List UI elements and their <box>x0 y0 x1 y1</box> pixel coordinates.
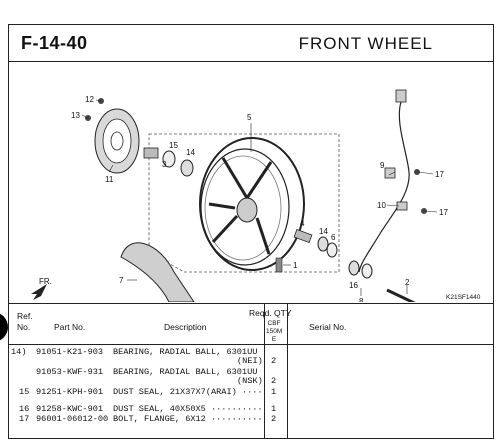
bearings-left <box>143 147 194 177</box>
callout-6: 6 <box>331 233 336 242</box>
table-divider <box>9 303 493 304</box>
row-qty: 1 <box>271 404 277 414</box>
col-part-no: Part No. <box>54 322 86 332</box>
callout-5: 5 <box>247 113 252 122</box>
callout-1: 1 <box>293 261 298 270</box>
row-ref: 15 <box>19 387 30 397</box>
row-desc: (NSK) <box>237 376 263 386</box>
row-part: 91251-KPH-901 <box>36 387 104 397</box>
callout-17-lower: 17 <box>439 208 448 217</box>
sheet-header: F-14-40 FRONT WHEEL <box>9 25 493 62</box>
row-part: 91053-KWF-931 <box>36 367 104 377</box>
row-desc: DUST SEAL, 40X50X5 ·········· <box>113 404 263 414</box>
col-serial: Serial No. <box>309 322 347 332</box>
callout-14-left: 14 <box>186 148 195 157</box>
col-no: No. <box>17 322 31 332</box>
callout-15: 15 <box>169 141 178 150</box>
row-qty: 2 <box>271 356 277 366</box>
col-model: CBF 150M E <box>266 320 282 344</box>
section-code: F-14-40 <box>21 33 88 53</box>
callout-13: 13 <box>71 111 80 120</box>
callout-14-right: 14 <box>319 227 328 236</box>
model-line-1: CBF <box>267 320 281 327</box>
row-desc: BEARING, RADIAL BALL, 6301UU <box>113 347 258 357</box>
header-rule <box>9 344 493 345</box>
callout-7: 7 <box>119 276 124 285</box>
row-desc: (NEI) <box>237 356 263 366</box>
row-ref: 17 <box>19 414 30 424</box>
exploded-diagram: FR. K21SF1440 12 13 11 15 3 14 5 9 17 10… <box>31 89 481 302</box>
row-desc: BEARING, RADIAL BALL, 6301UU <box>113 367 258 377</box>
callout-9: 9 <box>380 161 385 170</box>
direction-label: FR. <box>39 277 52 286</box>
row-qty: 2 <box>271 414 277 424</box>
callout-12: 12 <box>85 95 94 104</box>
col-ref: Ref. <box>17 311 33 321</box>
row-desc: BOLT, FLANGE, 6X12 ·········· <box>113 414 263 424</box>
row-part: 91258-KWC-901 <box>36 404 104 414</box>
row-ref: 16 <box>19 404 30 414</box>
figure-code: K21SF1440 <box>446 294 481 301</box>
parts-sheet: F-14-40 FRONT WHEEL <box>8 24 494 439</box>
wheel-rim <box>199 137 305 271</box>
callout-3: 3 <box>162 160 167 169</box>
callout-11: 11 <box>105 175 114 184</box>
col-description: Description <box>164 322 207 332</box>
brake-disc <box>94 108 140 174</box>
qty-column-rule <box>264 304 288 438</box>
model-line-3: E <box>271 336 277 343</box>
row-qty: 2 <box>271 376 277 386</box>
model-line-2: 150M <box>266 328 283 335</box>
callout-16: 16 <box>349 281 358 290</box>
row-part: 96001-06012-00 <box>36 414 109 424</box>
callout-8: 8 <box>359 297 364 302</box>
row-desc: DUST SEAL, 21X37X7(ARAI) ···· <box>113 387 263 397</box>
callout-2: 2 <box>405 278 410 287</box>
corner-mark <box>0 312 8 342</box>
callout-17-upper: 17 <box>435 170 444 179</box>
row-part: 91051-K21-903 <box>36 347 104 357</box>
callout-10: 10 <box>377 201 386 210</box>
section-title: FRONT WHEEL <box>298 34 433 53</box>
col-reqd-qty: Reqd. QTY <box>249 308 292 318</box>
row-qty: 1 <box>271 387 277 397</box>
row-ref: 14) <box>11 347 27 357</box>
bearings-right <box>293 228 373 279</box>
callout-4: 4 <box>300 219 305 228</box>
